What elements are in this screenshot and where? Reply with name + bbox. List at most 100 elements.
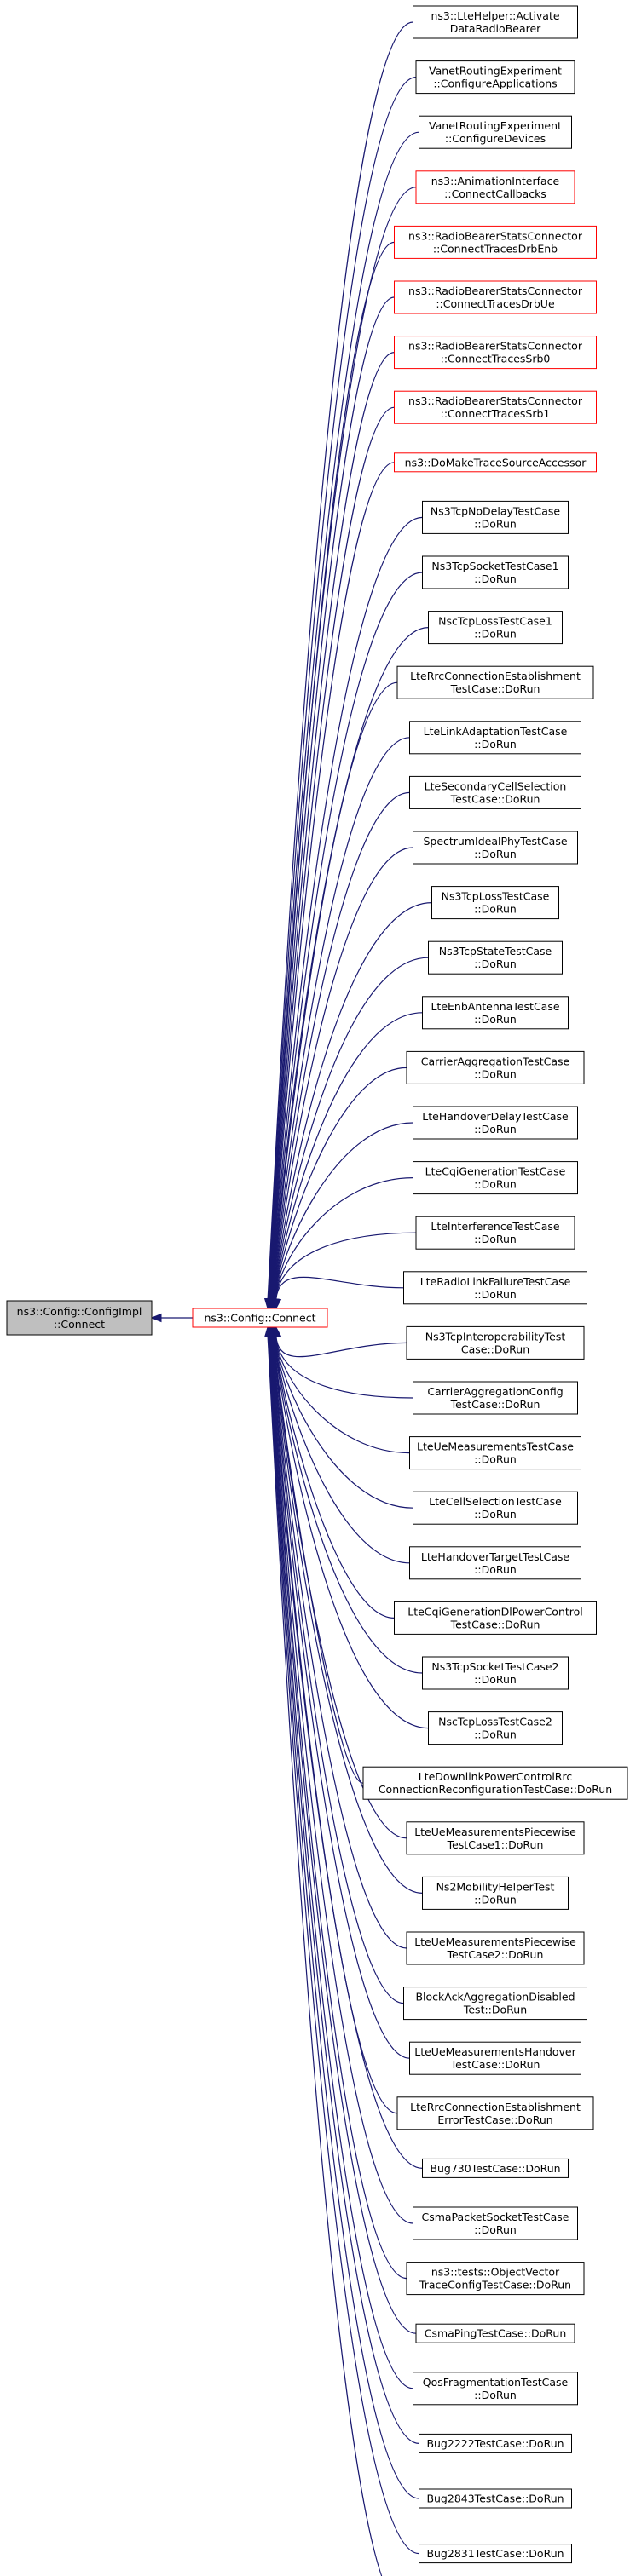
caller-node-lterrcconnectionestablishmenterrortestcase-dorun[interactable]: LteRrcConnectionEstablishmentErrorTestCa… xyxy=(396,2096,594,2130)
node-label-line: ::DoRun xyxy=(474,1013,517,1026)
node-box xyxy=(413,5,578,39)
node-label-line: ns3::RadioBearerStatsConnector xyxy=(408,394,583,407)
node-box xyxy=(413,1491,578,1525)
caller-node-ltehandoverdelaytestcase-dorun[interactable]: LteHandoverDelayTestCase::DoRun xyxy=(413,1106,578,1140)
node-label-line: Bug2843TestCase::DoRun xyxy=(426,2493,564,2505)
node-box xyxy=(403,1987,587,2021)
node-label-line: VanetRoutingExperiment xyxy=(429,65,562,78)
caller-node-nsctcplosstestcase1-dorun[interactable]: NscTcpLossTestCase1::DoRun xyxy=(428,611,563,645)
node-box xyxy=(415,60,575,95)
caller-node-lteuemeasurementstestcase-dorun[interactable]: LteUeMeasurementsTestCase::DoRun xyxy=(409,1436,581,1470)
caller-node-lteuemeasurementspiecewisetestcase2-dorun[interactable]: LteUeMeasurementsPiecewiseTestCase2::DoR… xyxy=(406,1931,585,1965)
node-box xyxy=(6,1300,153,1336)
caller-node-nsctcplosstestcase2-dorun[interactable]: NscTcpLossTestCase2::DoRun xyxy=(428,1711,563,1745)
caller-node-ns3-radiobearerstatsconnector-connecttracesdrbenb[interactable]: ns3::RadioBearerStatsConnector::ConnectT… xyxy=(394,225,597,259)
edge-line xyxy=(273,1335,423,1674)
caller-node-carrieraggregationtestcase-dorun[interactable]: CarrierAggregationTestCase::DoRun xyxy=(406,1050,585,1084)
caller-node-ltecqigenerationdlpowercontroltestcase-dorun[interactable]: LteCqiGenerationDlPowerControlTestCase::… xyxy=(394,1601,597,1635)
node-label-line: Case::DoRun xyxy=(461,1343,529,1355)
edge-line xyxy=(274,1335,395,1619)
caller-node-bug2831testcase-dorun[interactable]: Bug2831TestCase::DoRun xyxy=(419,2544,572,2564)
caller-node-ns3-radiobearerstatsconnector-connecttracessrb0[interactable]: ns3::RadioBearerStatsConnector::ConnectT… xyxy=(394,336,597,370)
caller-node-ns3-animationinterface-connectcallbacks[interactable]: ns3::AnimationInterface::ConnectCallback… xyxy=(415,170,575,204)
node-label-line: ns3::DoMakeTraceSourceAccessor xyxy=(405,456,587,469)
caller-node-bug2843testcase-dorun[interactable]: Bug2843TestCase::DoRun xyxy=(419,2488,572,2509)
edge-line xyxy=(269,352,395,1301)
edge-ns3-uanhelper-enableascii xyxy=(263,1325,383,2576)
caller-node-csmapacketsockettestcase-dorun[interactable]: CsmaPacketSocketTestCase::DoRun xyxy=(413,2206,578,2240)
edge-line xyxy=(275,1335,410,1454)
node-label-line: Bug2222TestCase::DoRun xyxy=(426,2437,564,2450)
caller-node-qosfragmentationtestcase-dorun[interactable]: QosFragmentationTestCase::DoRun xyxy=(413,2372,578,2406)
root-node-configimpl-connect[interactable]: ns3::Config::ConfigImpl::Connect xyxy=(6,1300,153,1336)
node-label-line: ns3::tests::ObjectVector xyxy=(431,2266,560,2279)
caller-node-bug2222testcase-dorun[interactable]: Bug2222TestCase::DoRun xyxy=(419,2433,572,2453)
node-label-line: ::DoRun xyxy=(474,1123,517,1136)
node-label-line: LteEnbAntennaTestCase xyxy=(431,1000,559,1013)
caller-node-bug730testcase-dorun[interactable]: Bug730TestCase::DoRun xyxy=(422,2158,569,2178)
node-label-line: ::Connect xyxy=(54,1318,105,1331)
center-node-config-connect[interactable]: ns3::Config::Connect xyxy=(192,1308,328,1328)
caller-node-ns3tcpstatetestcase-dorun[interactable]: Ns3TcpStateTestCase::DoRun xyxy=(428,940,563,975)
caller-node-vanetroutingexperiment-configuredevices[interactable]: VanetRoutingExperiment::ConfigureDevices xyxy=(419,115,572,149)
edge-ltehandovertargettestcase-dorun xyxy=(271,1325,410,1564)
caller-node-vanetroutingexperiment-configureapplications[interactable]: VanetRoutingExperiment::ConfigureApplica… xyxy=(415,60,575,95)
caller-node-lteuemeasurementspiecewisetestcase1-dorun[interactable]: LteUeMeasurementsPiecewiseTestCase1::DoR… xyxy=(406,1821,585,1855)
caller-node-lterrcconnectionestablishmenttestcase-dorun[interactable]: LteRrcConnectionEstablishmentTestCase::D… xyxy=(396,665,594,699)
node-label-line: TestCase1::DoRun xyxy=(447,1838,544,1851)
edge-line xyxy=(272,847,413,1301)
node-box xyxy=(362,1766,628,1800)
node-label-line: ::DoRun xyxy=(474,738,517,750)
node-label-line: Ns3TcpSocketTestCase2 xyxy=(431,1660,558,1673)
node-label-line: CarrierAggregationTestCase xyxy=(421,1055,570,1067)
edge-line xyxy=(269,1335,417,2334)
node-box xyxy=(394,280,597,314)
caller-node-ns3-tests-objectvectortraceconfigtestcase-dorun[interactable]: ns3::tests::ObjectVectorTraceConfigTestC… xyxy=(406,2262,585,2296)
node-box xyxy=(406,1050,585,1084)
node-label-line: TestCase::DoRun xyxy=(450,2058,540,2071)
edge-line xyxy=(273,1335,429,1729)
caller-node-csmapingtestcase-dorun[interactable]: CsmaPingTestCase::DoRun xyxy=(415,2323,575,2343)
caller-node-ltecellselectiontestcase-dorun[interactable]: LteCellSelectionTestCase::DoRun xyxy=(413,1491,578,1525)
caller-node-ns3tcpnodelaytestcase-dorun[interactable]: Ns3TcpNoDelayTestCase::DoRun xyxy=(422,500,569,534)
caller-node-lteenbantennatestcase-dorun[interactable]: LteEnbAntennaTestCase::DoRun xyxy=(422,996,569,1030)
node-label-line: TestCase::DoRun xyxy=(450,792,540,805)
node-label-line: Ns3TcpInteroperabilityTest xyxy=(425,1330,566,1343)
node-label-line: Test::DoRun xyxy=(463,2004,527,2016)
caller-node-ns3-radiobearerstatsconnector-connecttracessrb1[interactable]: ns3::RadioBearerStatsConnector::ConnectT… xyxy=(394,390,597,424)
caller-node-ns3tcpsockettestcase1-dorun[interactable]: Ns3TcpSocketTestCase1::DoRun xyxy=(422,555,569,589)
caller-node-ns3-domaketracesourceaccessor[interactable]: ns3::DoMakeTraceSourceAccessor xyxy=(394,452,597,473)
caller-node-ltehandovertargettestcase-dorun[interactable]: LteHandoverTargetTestCase::DoRun xyxy=(409,1546,581,1580)
edge-line xyxy=(270,572,423,1301)
node-label-line: ::ConnectTracesSrb0 xyxy=(441,353,551,365)
caller-node-spectrumidealphytestcase-dorun[interactable]: SpectrumIdealPhyTestCase::DoRun xyxy=(413,831,578,865)
edge-line xyxy=(271,1335,423,1894)
caller-node-ns3-radiobearerstatsconnector-connecttracesdrbue[interactable]: ns3::RadioBearerStatsConnector::ConnectT… xyxy=(394,280,597,314)
node-label-line: NscTcpLossTestCase2 xyxy=(438,1716,552,1728)
caller-node-lteinterferencetestcase-dorun[interactable]: LteInterferenceTestCase::DoRun xyxy=(415,1216,575,1250)
edge-line xyxy=(271,681,398,1301)
node-label-line: VanetRoutingExperiment xyxy=(429,119,562,132)
node-label-line: TraceConfigTestCase::DoRun xyxy=(419,2279,571,2291)
caller-node-lteradiolinkfailuretestcase-dorun[interactable]: LteRadioLinkFailureTestCase::DoRun xyxy=(403,1271,587,1305)
caller-node-ns3tcplosstestcase-dorun[interactable]: Ns3TcpLossTestCase::DoRun xyxy=(431,886,559,920)
caller-node-ltelinkadaptationtestcase-dorun[interactable]: LteLinkAdaptationTestCase::DoRun xyxy=(409,721,581,755)
edge-line xyxy=(269,1335,423,2169)
edge-line xyxy=(271,1335,404,2004)
caller-node-ns2mobilityhelpertest-dorun[interactable]: Ns2MobilityHelperTest::DoRun xyxy=(422,1876,569,1910)
caller-node-ltecqigenerationtestcase-dorun[interactable]: LteCqiGenerationTestCase::DoRun xyxy=(413,1161,578,1195)
node-label-line: LteRrcConnectionEstablishment xyxy=(410,2101,581,2113)
caller-node-ltedownlinkpowercontrolrrcconnectionreconfigurationtestcase-dorun[interactable]: LteDownlinkPowerControlRrcConnectionReco… xyxy=(362,1766,628,1800)
edge-line xyxy=(274,1335,410,1564)
node-label-line: ::DoRun xyxy=(474,1233,517,1245)
caller-node-ns3tcpsockettestcase2-dorun[interactable]: Ns3TcpSocketTestCase2::DoRun xyxy=(422,1656,569,1690)
node-label-line: LteUeMeasurementsPiecewise xyxy=(414,1935,576,1948)
node-box xyxy=(396,665,594,699)
edge-line xyxy=(268,131,419,1301)
